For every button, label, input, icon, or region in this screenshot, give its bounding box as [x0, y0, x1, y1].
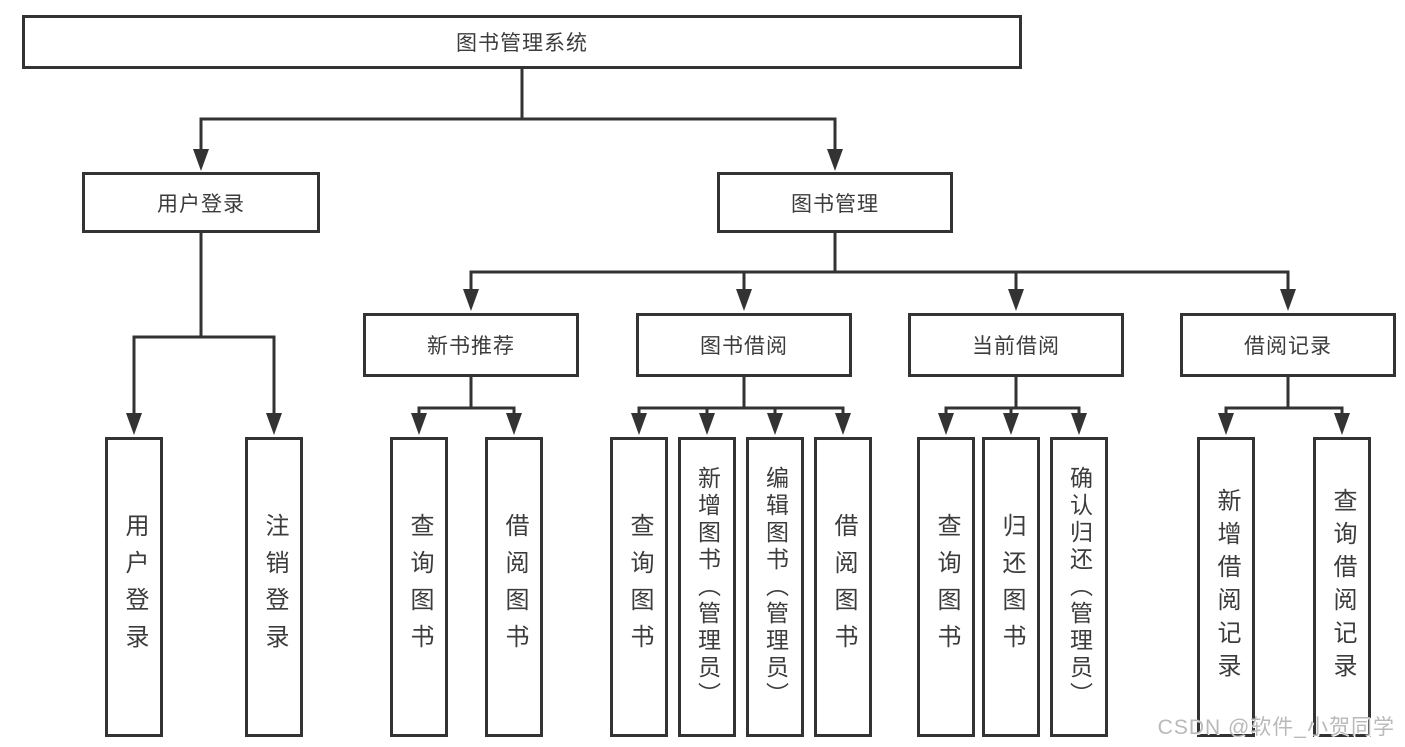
arrowhead	[1218, 413, 1234, 435]
arrowhead	[506, 413, 522, 435]
node-label: 图书管理系统	[456, 32, 588, 55]
node-label: 新增借阅记录	[1213, 488, 1240, 686]
leaf-return-books: 归还图书	[982, 437, 1040, 737]
arrowhead	[835, 413, 851, 435]
arrowhead	[1008, 289, 1024, 311]
arrowhead	[827, 149, 843, 171]
node-label: 编辑图书（管理员）	[762, 465, 789, 709]
node-label: 查询图书	[406, 513, 433, 661]
node-label: 借阅图书	[501, 513, 528, 661]
leaf-add-borrow-record: 新增借阅记录	[1197, 437, 1255, 737]
leaf-add-book-admin: 新增图书（管理员）	[678, 437, 736, 737]
arrowhead	[463, 289, 479, 311]
arrowhead	[266, 413, 282, 435]
arrowhead	[767, 413, 783, 435]
arrowhead	[736, 289, 752, 311]
node-label: 归还图书	[998, 513, 1025, 661]
node-book-borrowing: 图书借阅	[636, 313, 852, 377]
node-label: 图书借阅	[700, 335, 788, 358]
leaf-edit-book-admin: 编辑图书（管理员）	[746, 437, 804, 737]
node-label: 注销登录	[261, 513, 288, 661]
arrowhead	[699, 413, 715, 435]
node-new-book-recommendation: 新书推荐	[363, 313, 579, 377]
node-borrowing-records: 借阅记录	[1180, 313, 1396, 377]
leaf-query-borrow-record: 查询借阅记录	[1313, 437, 1371, 737]
arrowhead	[126, 413, 142, 435]
node-label: 查询借阅记录	[1329, 488, 1356, 686]
leaf-confirm-return-admin: 确认归还（管理员）	[1050, 437, 1108, 737]
leaf-query-books-borrowing: 查询图书	[610, 437, 668, 737]
leaf-borrow-books: 借阅图书	[814, 437, 872, 737]
node-label: 用户登录	[121, 513, 148, 661]
arrowhead	[1334, 413, 1350, 435]
node-label: 用户登录	[157, 192, 245, 216]
node-current-borrowing: 当前借阅	[908, 313, 1124, 377]
arrowhead	[411, 413, 427, 435]
node-label: 新增图书（管理员）	[694, 465, 721, 709]
csdn-watermark: CSDN @软件_小贺同学	[1157, 716, 1395, 739]
node-label: 当前借阅	[972, 335, 1060, 358]
connector-segments	[132, 67, 1344, 418]
arrowhead	[1003, 413, 1019, 435]
arrowhead	[193, 149, 209, 171]
node-book-management: 图书管理	[717, 172, 953, 233]
node-label: 确认归还（管理员）	[1066, 465, 1093, 709]
node-label: 借阅记录	[1244, 335, 1332, 358]
arrowhead	[1280, 289, 1296, 311]
node-label: 查询图书	[933, 513, 960, 661]
arrowhead	[631, 413, 647, 435]
arrowhead	[1071, 413, 1087, 435]
node-label: 借阅图书	[830, 513, 857, 661]
leaf-logout: 注销登录	[245, 437, 303, 737]
leaf-borrow-books-recommend: 借阅图书	[485, 437, 543, 737]
leaf-user-login: 用户登录	[105, 437, 163, 737]
arrowheads	[126, 149, 1350, 435]
node-label: 新书推荐	[427, 335, 515, 358]
node-user-login: 用户登录	[82, 172, 320, 233]
node-label: 图书管理	[791, 192, 879, 216]
node-label: 查询图书	[626, 513, 653, 661]
arrowhead	[938, 413, 954, 435]
leaf-query-books-current: 查询图书	[917, 437, 975, 737]
node-library-management-system: 图书管理系统	[22, 15, 1022, 69]
leaf-query-books-recommend: 查询图书	[390, 437, 448, 737]
